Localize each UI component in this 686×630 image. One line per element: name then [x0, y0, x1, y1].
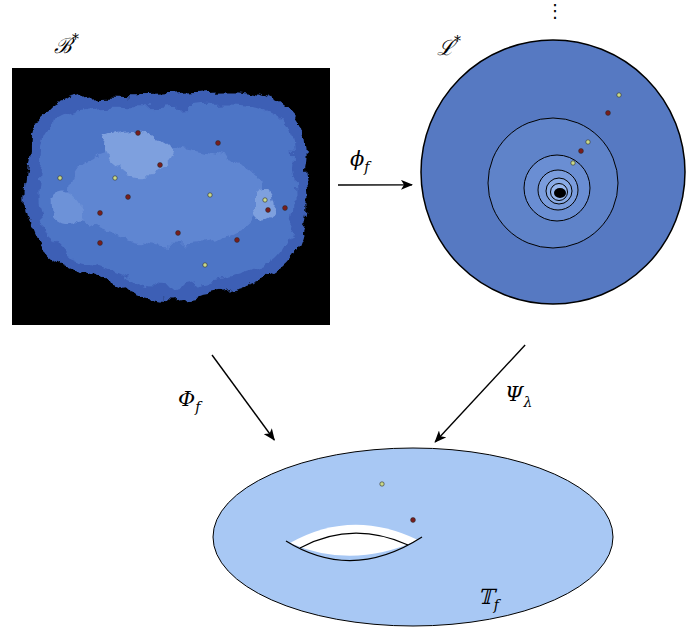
space-label: ℒ*: [437, 34, 461, 60]
map-label: Φf: [178, 388, 200, 415]
map-label: Ψλ: [505, 383, 532, 410]
space-label: ℬ*: [54, 32, 79, 58]
basin-region: ℬ*: [12, 68, 330, 325]
basin-picture: [12, 68, 330, 325]
map-arrow: [338, 184, 412, 185]
map-label: ϕf: [350, 148, 370, 175]
torus-picture: [212, 446, 614, 628]
disk-picture: [419, 38, 686, 306]
map-arrow: [212, 355, 274, 440]
space-label: 𝕋f: [478, 586, 499, 613]
disk-region: ℒ*: [419, 38, 686, 306]
torus-region: 𝕋f: [212, 446, 614, 628]
continuation-dots: ⋮: [546, 2, 564, 20]
map-arrow: [435, 345, 525, 442]
